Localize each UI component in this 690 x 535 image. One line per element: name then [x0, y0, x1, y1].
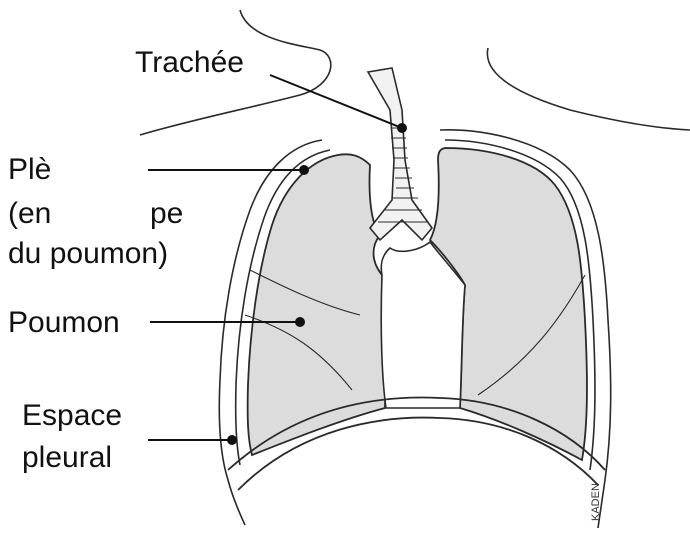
trachea [368, 68, 432, 240]
label-pleural-space-line1: Espace [22, 398, 122, 434]
label-trachea: Trachée [135, 45, 244, 81]
marker-pleura [299, 165, 309, 175]
marker-lung [295, 317, 305, 327]
label-pleura-line2b: pe [150, 196, 183, 232]
label-pleural-space-line2: pleural [22, 440, 112, 476]
label-pleura-line1: Plè [8, 152, 51, 188]
label-pleura-line2: (en [8, 196, 51, 232]
marker-pleural-space [227, 435, 237, 445]
label-lung: Poumon [8, 305, 120, 341]
marker-trachea [397, 123, 407, 133]
left-lung [248, 154, 386, 455]
label-pleura-line3: du poumon) [8, 236, 168, 272]
neck-right-contour [487, 48, 690, 130]
artist-signature: KADEN [585, 455, 605, 525]
svg-text:KADEN: KADEN [590, 483, 602, 521]
